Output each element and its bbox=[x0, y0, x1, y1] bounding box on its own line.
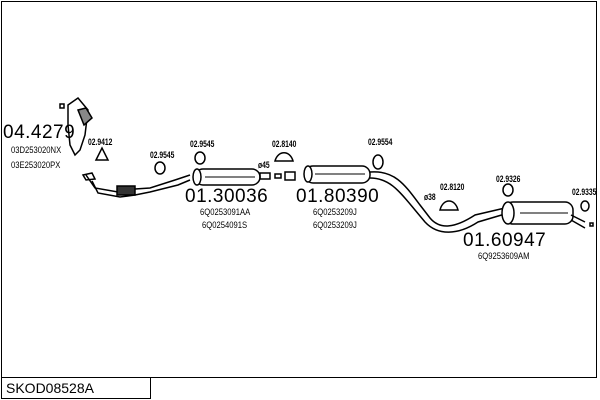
accessory-ref: 02.9554 bbox=[368, 137, 393, 147]
part-number-catalyst: 04.4279 bbox=[3, 122, 76, 143]
oem-number: 03D253020NX bbox=[11, 145, 62, 155]
part-number-middle-silencer: 01.80390 bbox=[296, 186, 380, 207]
hanger-02-9545-a bbox=[154, 161, 166, 175]
accessory-ref: 02.9335 bbox=[572, 187, 597, 197]
gasket-02-9412 bbox=[94, 146, 110, 161]
part-number-rear-silencer: 01.60947 bbox=[463, 230, 547, 251]
accessory-ref: 02.8120 bbox=[440, 182, 465, 192]
front-pipe bbox=[81, 172, 191, 198]
hanger-02-9335 bbox=[580, 200, 590, 212]
clamp-02-8140 bbox=[274, 152, 294, 162]
catalytic-converter bbox=[59, 96, 93, 157]
hanger-02-9326 bbox=[502, 183, 514, 197]
accessory-ref: 02.9545 bbox=[150, 150, 175, 160]
accessory-ref: 02.9326 bbox=[496, 174, 521, 184]
oem-number: 6Q0253091AA bbox=[200, 207, 251, 217]
oem-number: 6Q9253609AM bbox=[478, 251, 530, 261]
oem-number: 6Q0253209J bbox=[313, 207, 357, 217]
accessory-ref: 02.9412 bbox=[88, 137, 113, 147]
hangers bbox=[94, 146, 590, 212]
diagram-code: SKOD08528A bbox=[1, 378, 151, 399]
diameter-label: ø45 bbox=[258, 160, 270, 170]
connector-pipe bbox=[274, 171, 296, 181]
accessory-ref: 02.8140 bbox=[272, 139, 297, 149]
center-silencer bbox=[192, 168, 271, 186]
oem-number: 6Q0253209J bbox=[313, 220, 357, 230]
diameter-label: ø38 bbox=[424, 192, 436, 202]
rear-silencer bbox=[501, 201, 594, 229]
middle-silencer bbox=[303, 165, 506, 233]
hanger-02-9554 bbox=[372, 154, 384, 170]
oem-number: 6Q0254091S bbox=[202, 220, 248, 230]
diagram-frame bbox=[1, 1, 597, 378]
accessory-ref: 02.9545 bbox=[190, 139, 215, 149]
clamp-02-8120 bbox=[439, 200, 459, 211]
hanger-02-9545-b bbox=[194, 151, 206, 165]
part-number-center-silencer: 01.30036 bbox=[185, 186, 269, 207]
oem-number: 03E253020PX bbox=[11, 160, 61, 170]
